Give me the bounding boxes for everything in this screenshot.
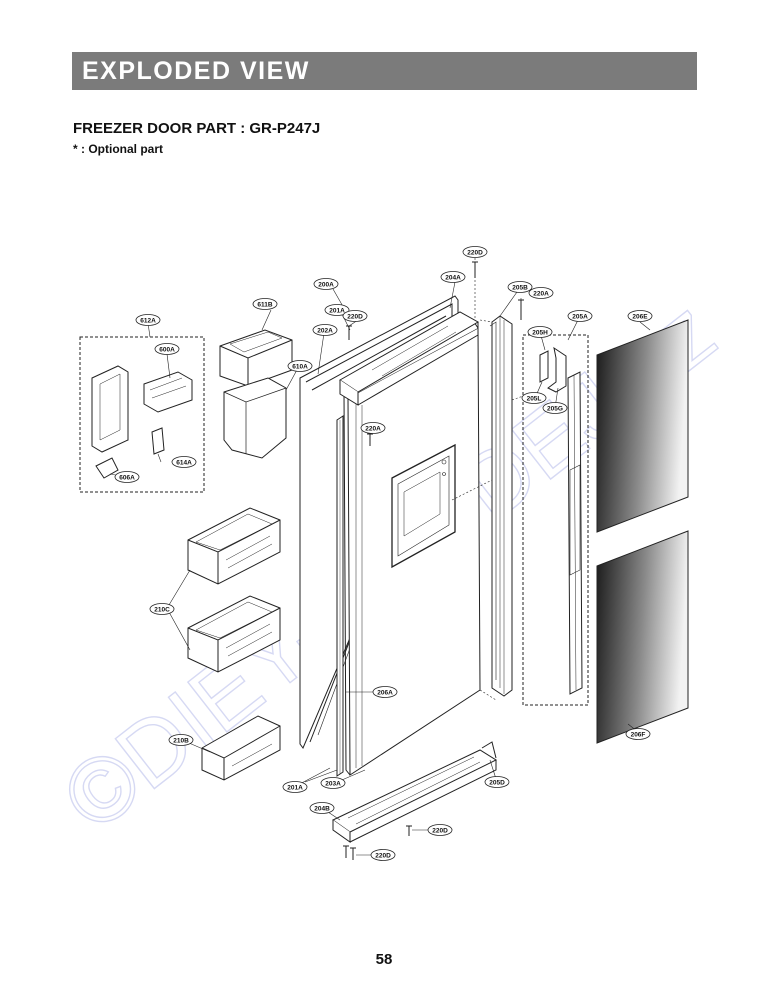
callout-text: 612A — [140, 318, 156, 325]
callout-text: 205D — [489, 780, 505, 787]
header-bar: EXPLODED VIEW — [72, 52, 697, 90]
dispenser-recess — [391, 443, 456, 569]
callout-205D — [484, 776, 510, 788]
callout-205B — [507, 281, 533, 293]
callout-220D-top — [462, 246, 488, 258]
page-title: EXPLODED VIEW — [82, 57, 310, 85]
callout-210B — [168, 734, 194, 746]
callout-220D-b2 — [370, 849, 396, 861]
callout-text: 610A — [292, 364, 308, 371]
callout-text: 220A — [365, 426, 381, 433]
door-bin-210C-upper — [187, 507, 281, 585]
callout-text: 600A — [159, 347, 175, 354]
callout-606A — [114, 471, 140, 483]
callout-220A-mid — [360, 422, 386, 434]
optional-box-205A — [522, 334, 589, 706]
callout-611B — [252, 298, 278, 310]
callout-text: 205L — [527, 396, 542, 403]
screw-220D-b3 — [350, 847, 356, 860]
callout-text: 205G — [547, 406, 563, 413]
callout-text: 205B — [512, 285, 528, 292]
callout-text: 201A — [287, 785, 303, 792]
callout-text: 200A — [318, 282, 334, 289]
callout-text: 220A — [533, 291, 549, 298]
door-bin-210B — [201, 715, 281, 781]
callout-text: 220D — [375, 853, 391, 860]
module-610A — [223, 377, 287, 459]
callout-text: 210B — [173, 738, 189, 745]
callout-204A — [440, 271, 466, 283]
screw-220D-b2 — [343, 845, 349, 858]
callout-205L — [521, 392, 547, 404]
callout-205A — [567, 310, 593, 322]
callout-206E — [627, 310, 653, 322]
callout-text: 210C — [154, 607, 170, 614]
callout-203A — [320, 777, 346, 789]
callout-612A — [135, 314, 161, 326]
callout-text: 220D — [467, 250, 483, 257]
callout-202A — [312, 324, 338, 336]
callout-text: 204A — [445, 275, 461, 282]
callout-600A — [154, 343, 180, 355]
callout-205G — [542, 402, 568, 414]
callout-text: 220D — [347, 314, 363, 321]
callout-210C — [149, 603, 175, 615]
callout-text: 220D — [432, 828, 448, 835]
callout-text: 206F — [631, 732, 646, 739]
door-bin-210C-lower — [187, 595, 281, 673]
optional-box-612A — [79, 336, 205, 493]
switch-614A — [151, 427, 165, 455]
callout-614A — [171, 456, 197, 468]
callout-text: 614A — [176, 460, 192, 467]
optional-part-note: * : Optional part — [73, 142, 163, 156]
edge-frame-205B — [491, 315, 513, 697]
callout-205H — [527, 326, 553, 338]
callout-text: 202A — [317, 328, 333, 335]
screw-220A-top — [518, 299, 524, 320]
motor-600A — [143, 371, 193, 413]
callout-text: 611B — [257, 302, 272, 309]
callout-text: 204B — [314, 806, 330, 813]
screw-220D-top — [472, 261, 478, 278]
callout-220D-b1 — [427, 824, 453, 836]
bracket-205G — [547, 346, 567, 393]
callout-220D-mid — [342, 310, 368, 322]
callout-204B — [309, 802, 335, 814]
callout-text: 205A — [572, 314, 588, 321]
callout-206F — [625, 728, 651, 740]
callout-text: 201A — [329, 308, 345, 315]
callout-220A-top — [528, 287, 554, 299]
callout-text: 206A — [377, 690, 393, 697]
callout-206A — [372, 686, 398, 698]
callout-text: 203A — [325, 781, 341, 788]
callout-610A — [287, 360, 313, 372]
callout-201A-bot — [282, 781, 308, 793]
callout-201A-top — [324, 304, 350, 316]
callout-200A — [313, 278, 339, 290]
bracket-205L — [539, 350, 549, 383]
page-number: 58 — [375, 951, 393, 968]
lever-606A — [95, 457, 119, 479]
section-title: FREEZER DOOR PART : GR-P247J — [73, 120, 321, 137]
screw-220D-b1 — [406, 825, 412, 836]
callout-text: 205H — [532, 330, 548, 337]
callout-text: 206E — [632, 314, 648, 321]
glass-panel-206E — [596, 319, 689, 533]
callout-text: 606A — [119, 475, 135, 482]
glass-panel-206F — [596, 530, 689, 744]
